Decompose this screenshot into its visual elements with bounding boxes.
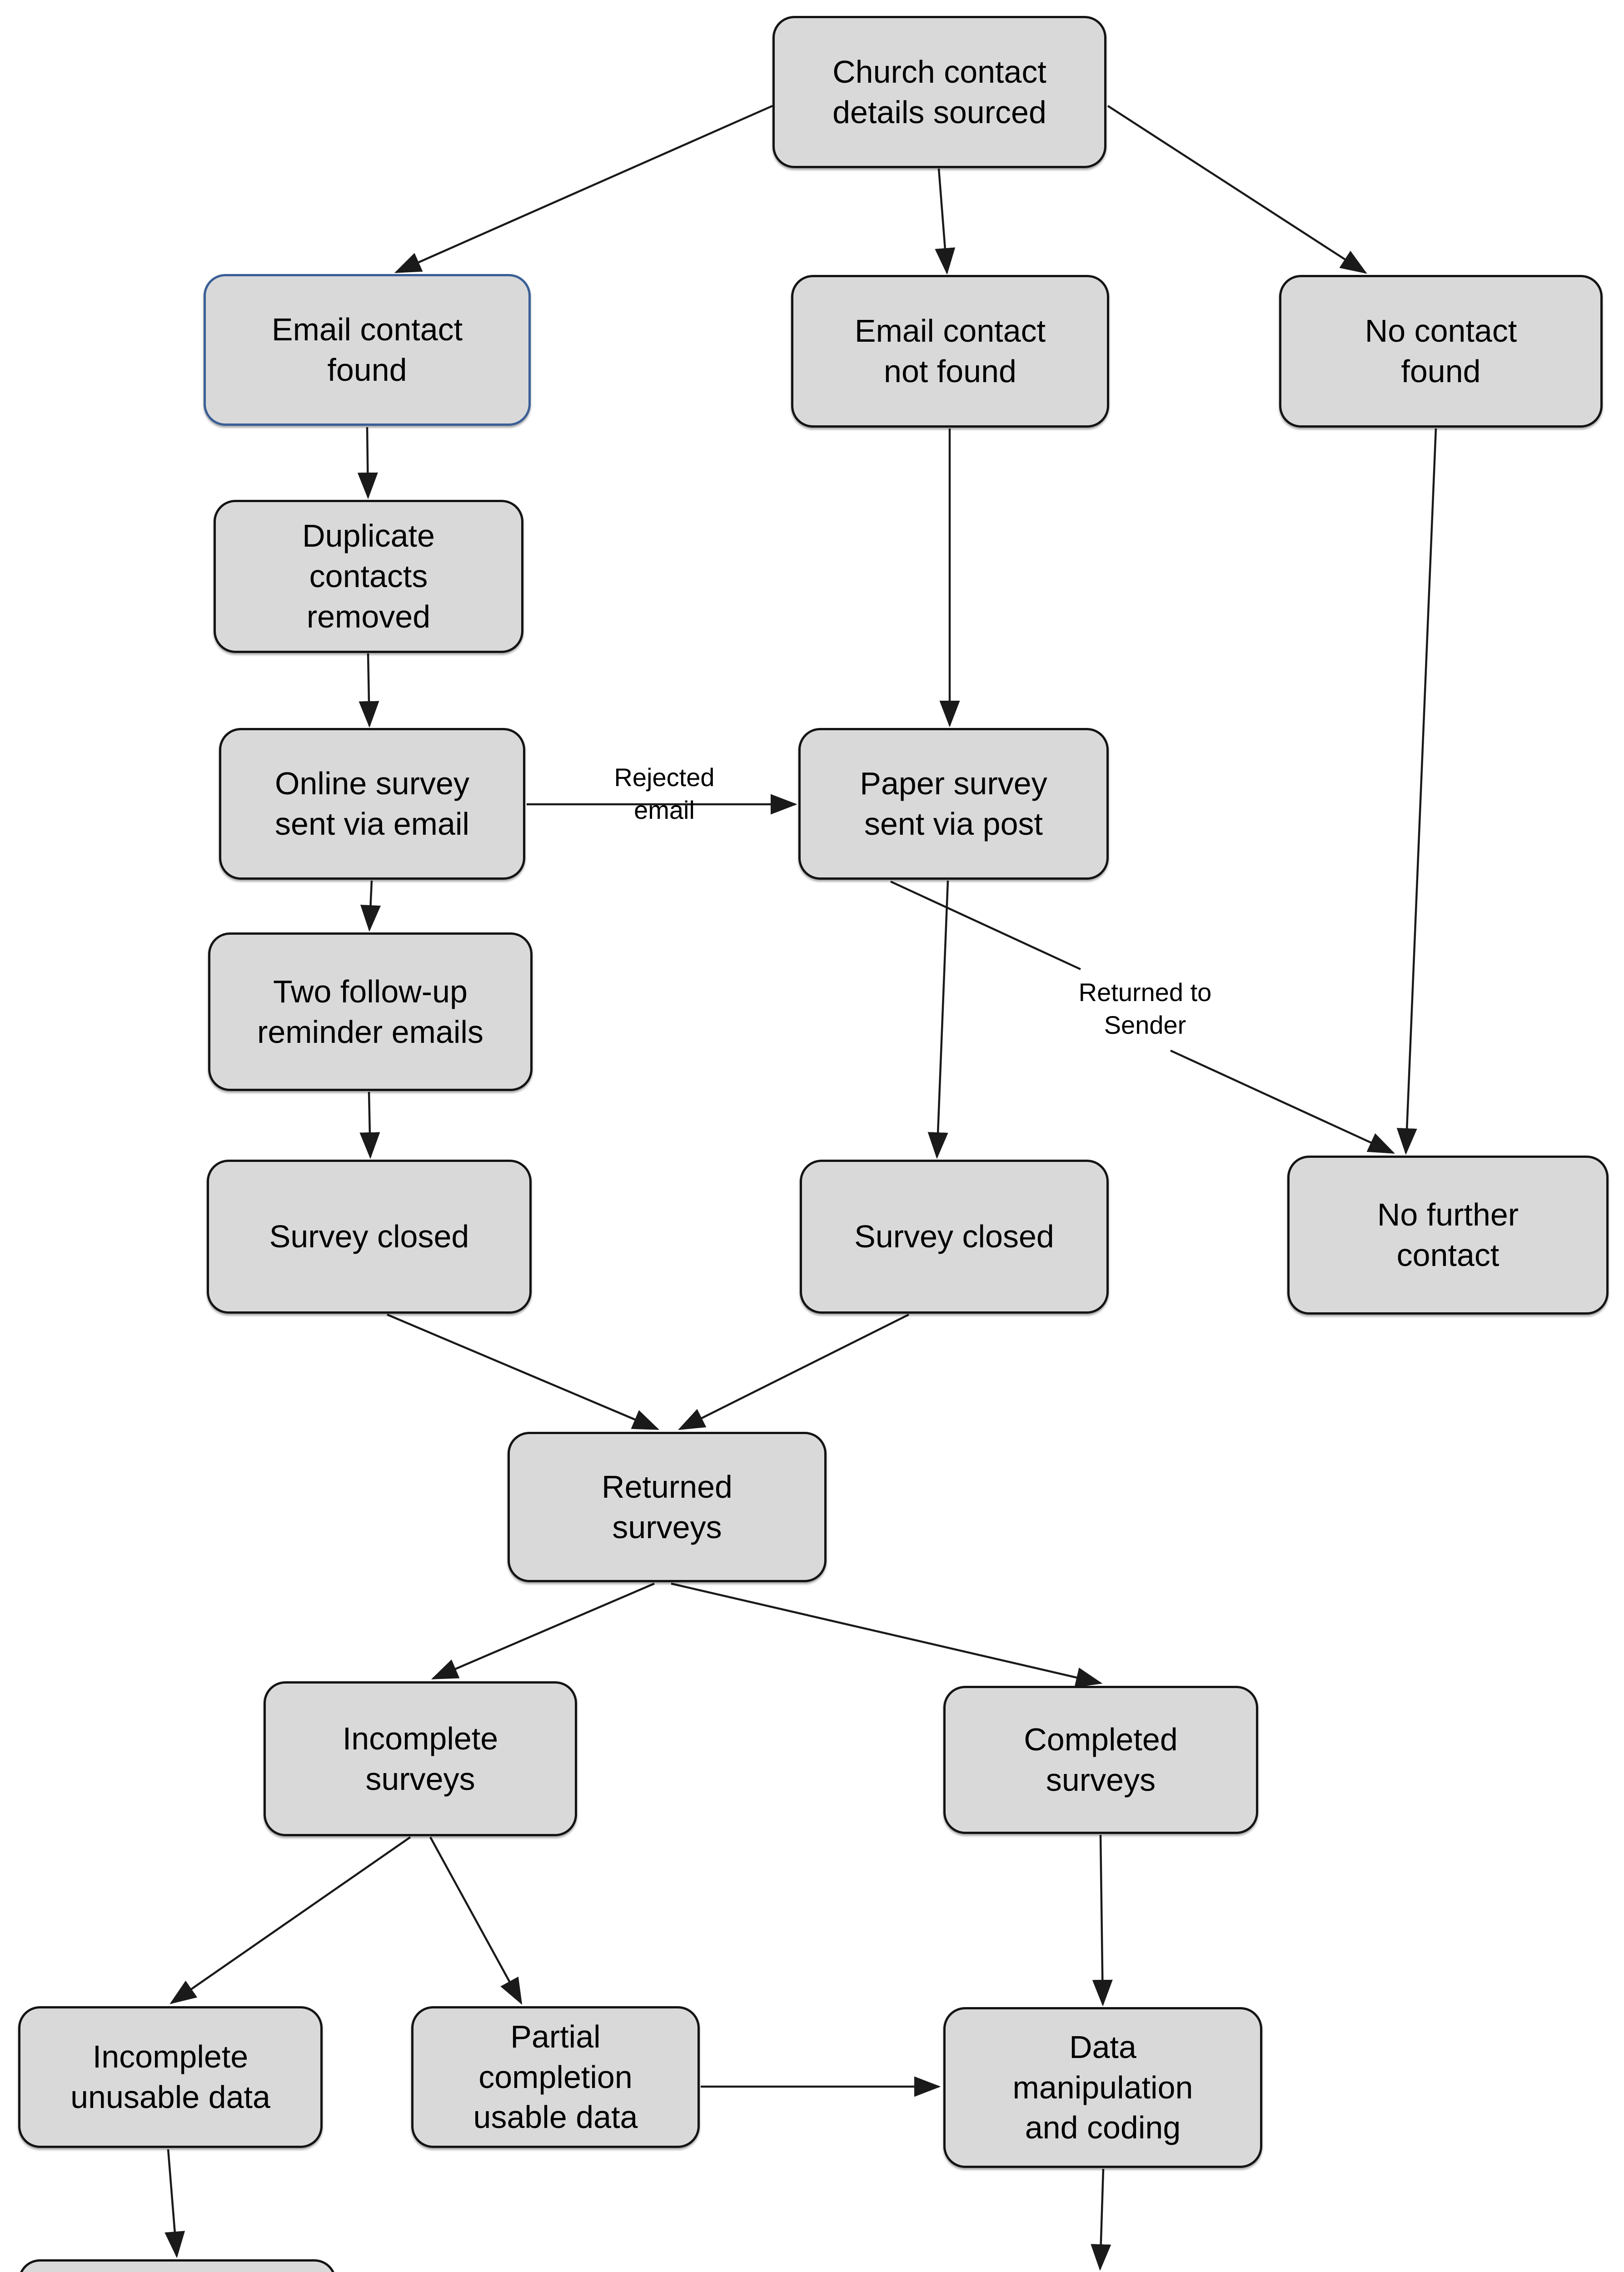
edge-paper-to-survey-closed: [927, 880, 949, 1159]
edge-survey-closed-post-to-returned: [677, 1313, 910, 1430]
edge-paper-to-sender-label-segment: [890, 880, 1081, 971]
edge-church-to-email-not-found: [935, 168, 956, 275]
node-incomplete-surveys: Incomplete surveys: [264, 1681, 577, 1836]
edge-completed-to-data-manipulation: [1092, 1834, 1113, 2007]
node-no-contact-found: No contact found: [1279, 275, 1603, 428]
node-label: Data manipulation and coding: [1012, 2029, 1193, 2146]
edge-data-manipulation-to-statistical: [1091, 2168, 1111, 2271]
node-duplicate-contacts-removed: Duplicate contacts removed: [214, 500, 523, 653]
node-label: Completed surveys: [1024, 1722, 1178, 1798]
node-label: Online survey sent via email: [275, 766, 469, 842]
node-label: Partial completion usable data: [473, 2018, 638, 2135]
edge-returned-to-incomplete: [431, 1582, 655, 1680]
edge-no-contact-to-no-further: [1396, 428, 1437, 1155]
node-label: Duplicate contacts removed: [302, 518, 435, 634]
node-no-further-contact: No further contact: [1287, 1156, 1609, 1315]
node-label: Incomplete surveys: [342, 1720, 498, 1797]
node-survey-closed-email: Survey closed: [207, 1160, 532, 1314]
node-data-manipulation-coding: Data manipulation and coding: [943, 2007, 1262, 2168]
node-label: Paper survey sent via post: [860, 766, 1047, 842]
node-label: No contact found: [1365, 313, 1517, 389]
node-label: Returned surveys: [602, 1469, 732, 1545]
node-label: Church contact details sourced: [832, 54, 1046, 130]
edge-returned-to-completed: [671, 1582, 1103, 1688]
node-label: No further contact: [1377, 1197, 1519, 1273]
edge-email-found-to-duplicates: [357, 427, 378, 499]
node-incomplete-unusable-data: Incomplete unusable data: [18, 2006, 323, 2148]
edge-church-to-no-contact: [1107, 105, 1367, 274]
edge-unusable-to-discarded: [164, 2149, 185, 2258]
edge-label-returned-to-sender: Returned to Sender: [1078, 978, 1212, 1039]
node-label: Email contact not found: [854, 313, 1046, 389]
node-label: Survey closed: [854, 1219, 1054, 1255]
edge-incomplete-to-partial: [429, 1836, 523, 2005]
node-label: Survey closed: [269, 1219, 469, 1255]
node-label: Two follow-up reminder emails: [257, 973, 483, 1050]
node-paper-survey-sent: Paper survey sent via post: [798, 728, 1109, 880]
node-email-contact-found: Email contact found: [204, 274, 531, 426]
edge-sender-label-to-no-further: [1170, 1049, 1395, 1154]
edge-incomplete-to-unusable: [169, 1836, 411, 2004]
node-discarded: Discarded: [18, 2259, 336, 2272]
edge-church-to-email-found: [394, 105, 773, 274]
node-survey-closed-post: Survey closed: [800, 1160, 1109, 1314]
node-online-survey-sent: Online survey sent via email: [219, 728, 525, 880]
node-email-contact-not-found: Email contact not found: [791, 275, 1109, 428]
edge-survey-closed-email-to-returned: [387, 1313, 660, 1430]
node-church-contact-sourced: Church contact details sourced: [772, 16, 1106, 168]
edge-duplicates-to-online-survey: [359, 653, 379, 728]
edge-label-rejected-email: Rejected email: [614, 763, 715, 824]
edge-follow-up-to-survey-closed: [359, 1091, 380, 1159]
node-partial-completion-usable-data: Partial completion usable data: [411, 2006, 700, 2148]
node-follow-up-reminders: Two follow-up reminder emails: [208, 932, 533, 1091]
node-completed-surveys: Completed surveys: [943, 1686, 1258, 1834]
node-label: Email contact found: [271, 312, 463, 388]
edge-online-to-follow-up: [360, 880, 381, 932]
node-returned-surveys: Returned surveys: [508, 1432, 827, 1582]
node-label: Incomplete unusable data: [70, 2039, 270, 2115]
